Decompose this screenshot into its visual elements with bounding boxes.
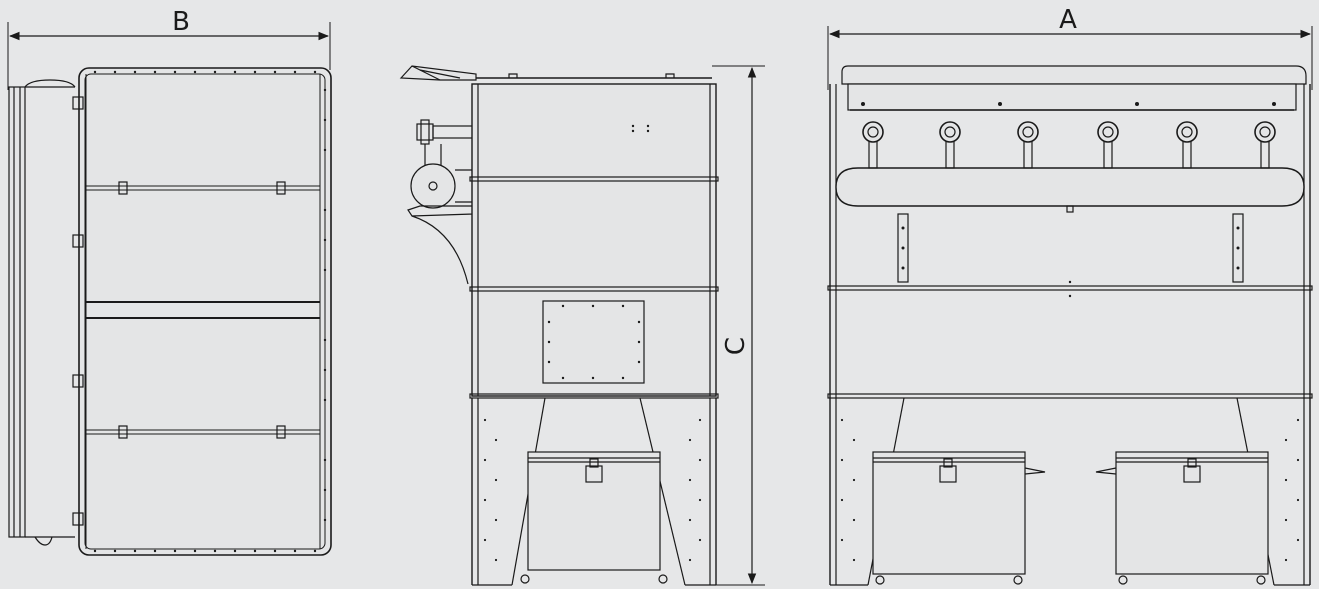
dimension-label-b: B [172,7,190,37]
side-tube [8,79,76,546]
valve-5 [1176,121,1198,169]
fan-motor [407,119,474,285]
dimension-label-c: C [721,337,751,355]
side-bolts [93,70,327,553]
valve-6 [1254,121,1276,169]
end-legs [471,397,717,586]
dimension-label-a: A [1059,5,1077,35]
end-body [469,83,719,399]
dimension-c: C [712,65,765,586]
front-view: A [827,5,1313,586]
brackets [897,213,1244,283]
end-view: C [399,65,765,586]
top-cover [841,65,1307,111]
valve-2 [939,121,961,169]
dimension-b: B [7,7,331,90]
side-view: B [7,7,332,556]
valve-4 [1097,121,1119,169]
front-body [827,84,1313,585]
side-body [72,67,332,556]
valve-row [862,121,1276,169]
dimension-a: A [827,5,1313,90]
front-legs [830,397,1310,586]
valve-3 [1017,121,1039,169]
inlet-hood [399,65,477,81]
valve-1 [862,121,884,169]
air-manifold [835,167,1305,213]
